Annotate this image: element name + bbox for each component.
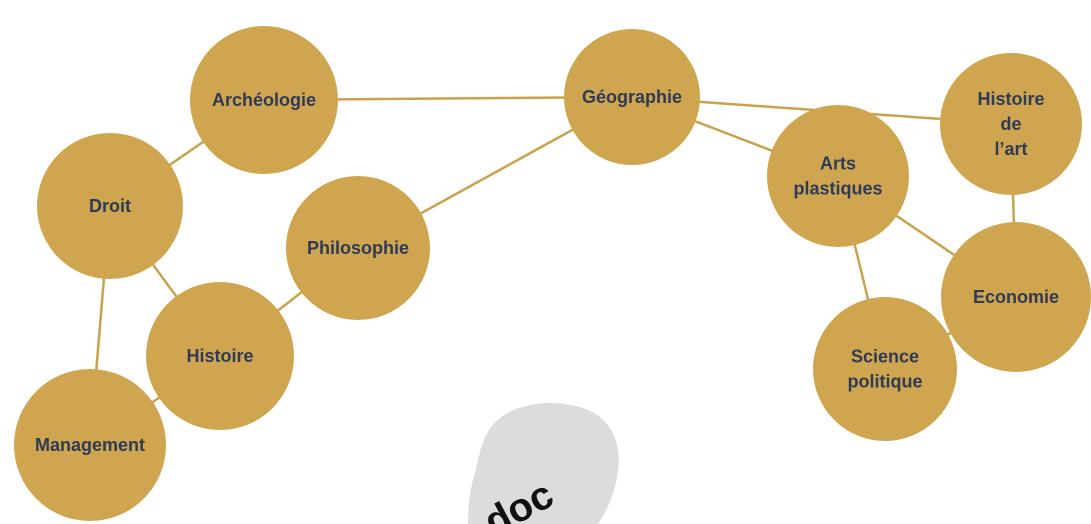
logo-blob-shape	[468, 403, 619, 524]
node-archeologie: Archéologie	[190, 26, 338, 174]
node-circle-science-politique	[813, 297, 957, 441]
node-circle-geographie	[564, 29, 700, 165]
node-label-histoire-art: Histoire	[977, 89, 1044, 109]
node-label-science-politique: politique	[848, 372, 923, 392]
node-geographie: Géographie	[564, 29, 700, 165]
node-economie: Economie	[941, 222, 1091, 372]
doc-logo: doc	[468, 403, 619, 524]
node-circle-economie	[941, 222, 1091, 372]
node-label-histoire-art: l’art	[994, 139, 1027, 159]
node-circle-droit	[37, 133, 183, 279]
node-label-geographie: Géographie	[582, 87, 682, 107]
node-management: Management	[14, 369, 166, 521]
node-label-arts-plastiques: Arts	[820, 154, 856, 174]
node-histoire: Histoire	[146, 282, 294, 430]
node-label-economie: Economie	[973, 287, 1059, 307]
node-philosophie: Philosophie	[286, 176, 430, 320]
node-label-management: Management	[35, 435, 145, 455]
node-label-arts-plastiques: plastiques	[793, 179, 882, 199]
node-label-archeologie: Archéologie	[212, 90, 316, 110]
node-circle-management	[14, 369, 166, 521]
node-label-droit: Droit	[89, 196, 131, 216]
node-label-science-politique: Science	[851, 347, 919, 367]
node-label-philosophie: Philosophie	[307, 238, 409, 258]
node-circle-archeologie	[190, 26, 338, 174]
node-label-histoire-art: de	[1000, 114, 1021, 134]
node-circle-arts-plastiques	[767, 105, 909, 247]
node-label-histoire: Histoire	[186, 346, 253, 366]
node-histoire-art: Histoire de l’art	[940, 53, 1082, 195]
node-science-politique: Science politique	[813, 297, 957, 441]
node-arts-plastiques: Arts plastiques	[767, 105, 909, 247]
node-circle-histoire	[146, 282, 294, 430]
node-droit: Droit	[37, 133, 183, 279]
node-circle-histoire-art	[940, 53, 1082, 195]
node-circle-philosophie	[286, 176, 430, 320]
